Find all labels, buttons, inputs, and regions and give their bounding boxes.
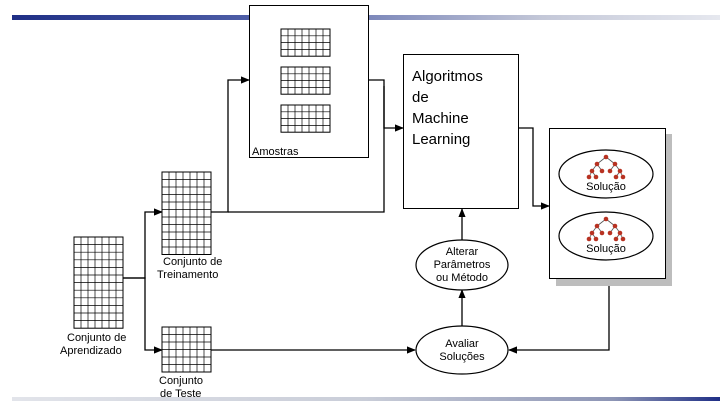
arrow-learning-to-test [123, 277, 163, 354]
arrow-samples-to-ml [369, 79, 404, 132]
training-set-label: Conjunto de Treinamento [157, 256, 237, 282]
learning-set-line-1: Conjunto de [67, 332, 127, 344]
evaluate-line-1: Avaliar [445, 338, 479, 350]
adjust-line-2: Parâmetros [433, 259, 491, 271]
ml-label-line-3: Machine [412, 110, 469, 127]
learning-set-line-2: Aprendizado [60, 345, 122, 357]
evaluate-oval [415, 325, 509, 375]
evaluate-label: Avaliar Soluções [422, 338, 502, 364]
arrow-solutions-to-evaluate [508, 286, 610, 354]
solution-label-2: Solução [586, 243, 626, 255]
arrow-ml-to-solutions [519, 127, 550, 210]
sample-grid [280, 66, 331, 95]
ml-label-line-4: Learning [412, 131, 471, 148]
learning-set-grid [73, 236, 124, 329]
test-set-line-2: de Teste [160, 388, 202, 400]
adjust-label: Alterar Parâmetros ou Método [422, 246, 502, 285]
ml-algorithms-box [403, 54, 519, 209]
solution-label-1: Solução [586, 181, 626, 193]
samples-label: Amostras [252, 146, 299, 158]
ml-label-line-1: Algoritmos [412, 68, 483, 85]
sample-grid [280, 104, 331, 133]
solution-oval-1 [558, 149, 654, 199]
sample-grid [280, 28, 331, 57]
footer-accent-bar [12, 397, 720, 401]
ml-algorithms-label: Algoritmos de Machine Learning [412, 66, 522, 150]
arrow-training-to-samples [211, 76, 250, 213]
adjust-line-3: ou Método [436, 272, 488, 284]
decision-tree-icon [586, 216, 626, 242]
test-set-grid [161, 326, 212, 373]
test-set-label: Conjunto de Teste [157, 375, 217, 401]
adjust-oval [415, 239, 509, 291]
training-set-grid [161, 171, 212, 255]
solution-oval-2 [558, 211, 654, 261]
adjust-line-1: Alterar [445, 246, 479, 258]
training-set-line-2: Treinamento [157, 269, 219, 281]
training-set-line-1: Conjunto de [163, 256, 223, 268]
evaluate-line-2: Soluções [439, 351, 485, 363]
test-set-line-1: Conjunto [159, 375, 204, 387]
learning-set-label: Conjunto de Aprendizado [60, 332, 150, 358]
decision-tree-icon [586, 154, 626, 180]
ml-label-line-2: de [412, 89, 429, 106]
